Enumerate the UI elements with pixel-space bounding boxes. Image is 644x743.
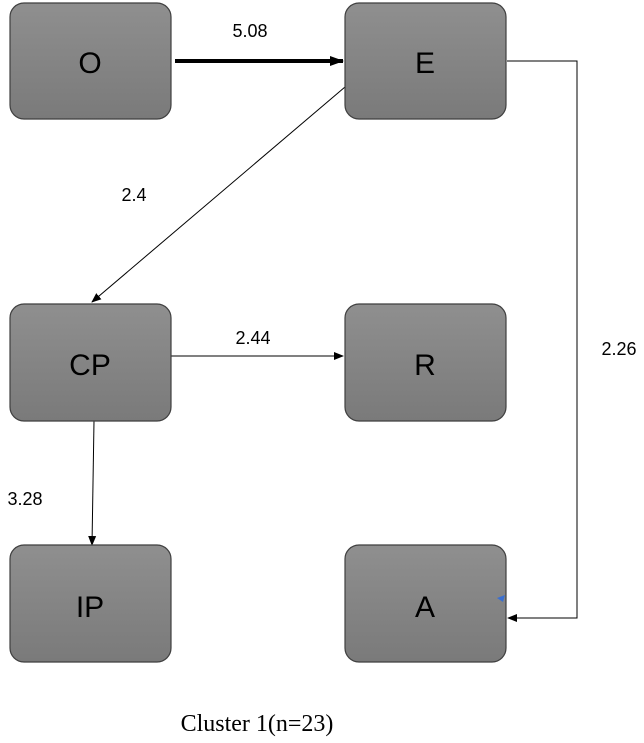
node-ip: IP [9,544,172,663]
node-cp-label: CP [69,349,111,382]
node-e: E [344,2,507,120]
node-o-label: O [78,47,101,80]
edge-e-a [507,60,578,622]
edge-e-cp [91,86,346,303]
edge-weight-o-e: 5.08 [232,21,267,41]
node-cp: CP [9,303,172,422]
edge-weight-cp-ip: 3.28 [7,489,42,509]
blue-triangle-marker [497,595,505,602]
edge-weight-cp-r: 2.44 [235,328,270,348]
edge-weight-e-cp: 2.4 [121,185,146,205]
node-a: A [344,544,507,663]
diagram-caption: Cluster 1(n=23) [181,711,334,737]
node-ip-label: IP [76,591,104,624]
node-o: O [9,2,172,120]
edge-cp-ip [88,420,97,546]
node-r-label: R [414,349,436,382]
node-r: R [344,303,507,422]
edge-weight-e-a: 2.26 [601,339,636,359]
node-e-label: E [415,47,435,80]
node-a-label: A [415,591,435,624]
